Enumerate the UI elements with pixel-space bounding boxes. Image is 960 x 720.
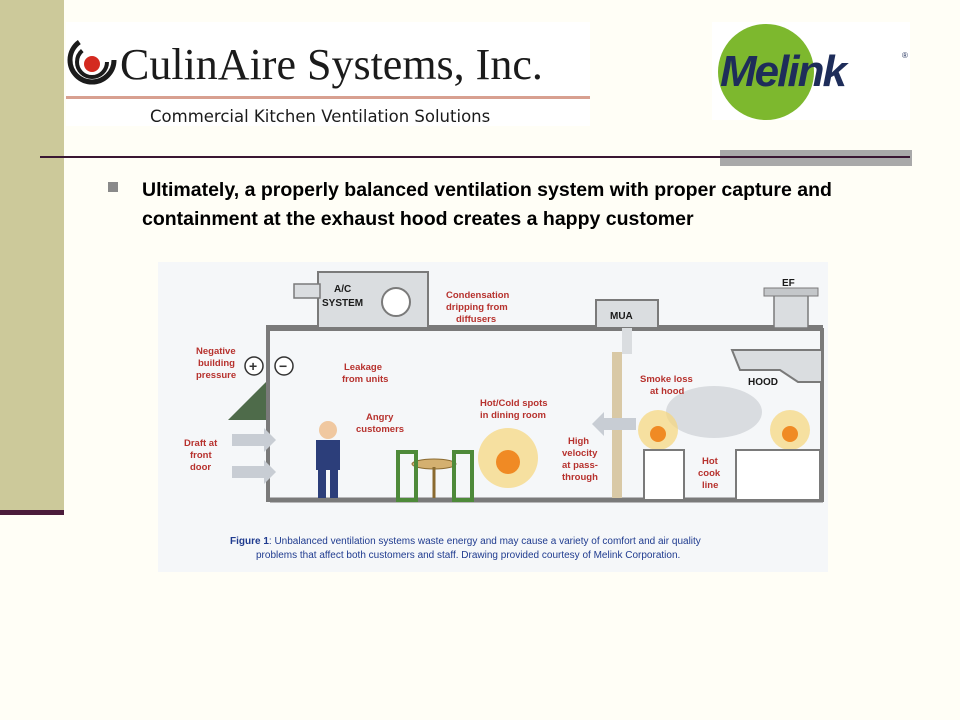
header-gray-bar	[720, 150, 912, 166]
label-mua: MUA	[610, 311, 633, 322]
label-hotcold-1: Hot/Cold spots	[480, 398, 548, 409]
sidebar-foot-bar	[0, 510, 64, 515]
label-cookline-1: Hot	[702, 456, 719, 467]
label-velocity-3: at pass-	[562, 460, 598, 471]
melink-wordmark: Melink	[720, 47, 849, 96]
label-condensation-3: diffusers	[456, 314, 496, 325]
label-smoke-1: Smoke loss	[640, 374, 693, 385]
caption-line-2: problems that affect both customers and …	[256, 550, 680, 561]
melink-logo: Melink ®	[712, 22, 910, 120]
label-negative-1: Negative	[196, 346, 236, 357]
mua-unit: MUA	[595, 299, 659, 329]
label-condensation-2: dripping from	[446, 302, 508, 313]
label-leakage-2: from units	[342, 374, 388, 385]
label-velocity-1: High	[568, 436, 589, 447]
label-leakage-1: Leakage	[344, 362, 382, 373]
company-name: CulinAire Systems, Inc.	[120, 40, 543, 89]
registered-mark: ®	[902, 51, 908, 60]
caption-line-1: : Unbalanced ventilation systems waste e…	[269, 536, 701, 547]
angry-customer	[316, 421, 340, 498]
figure-caption: Figure 1: Unbalanced ventilation systems…	[230, 536, 701, 561]
ac-unit: A/C SYSTEM	[317, 271, 429, 329]
label-ac: A/C	[334, 284, 351, 295]
company-tagline: Commercial Kitchen Ventilation Solutions	[150, 107, 490, 126]
label-negative-2: building	[198, 358, 235, 369]
label-cookline-3: line	[702, 480, 718, 491]
label-velocity-2: velocity	[562, 448, 598, 459]
label-smoke-2: at hood	[650, 386, 684, 397]
label-hood: HOOD	[748, 377, 778, 388]
label-plus: +	[249, 358, 257, 374]
label-system: SYSTEM	[322, 298, 363, 309]
label-hotcold-2: in dining room	[480, 410, 546, 421]
label-negative-3: pressure	[196, 370, 236, 381]
label-draft-3: door	[190, 462, 211, 473]
caption-figure-label: Figure 1	[230, 536, 269, 547]
label-draft-2: front	[190, 450, 212, 461]
exhaust-hood: HOOD	[730, 349, 823, 388]
culinaire-logo: CulinAire Systems, Inc. Commercial Kitch…	[66, 22, 590, 126]
label-velocity-4: through	[562, 472, 598, 483]
bullet-text: Ultimately, a properly balanced ventilat…	[142, 179, 832, 230]
label-ef: EF	[782, 278, 795, 289]
culinaire-swirl-icon	[67, 35, 117, 85]
exhaust-fan: EF	[763, 278, 819, 329]
svg-text:Figure 1: Unbalanced ventilati: Figure 1: Unbalanced ventilation systems…	[230, 536, 701, 547]
label-angry-2: customers	[356, 424, 404, 435]
header-divider	[40, 156, 910, 158]
label-angry-1: Angry	[366, 412, 394, 423]
label-minus: −	[279, 358, 287, 374]
label-draft-1: Draft at	[184, 438, 218, 449]
label-cookline-2: cook	[698, 468, 721, 479]
bullet-square-icon	[108, 182, 118, 192]
sidebar-accent	[0, 0, 64, 512]
ventilation-figure: A/C SYSTEM MUA EF HOOD	[158, 262, 828, 572]
melink-green-circle	[718, 24, 814, 120]
label-condensation-1: Condensation	[446, 290, 510, 301]
